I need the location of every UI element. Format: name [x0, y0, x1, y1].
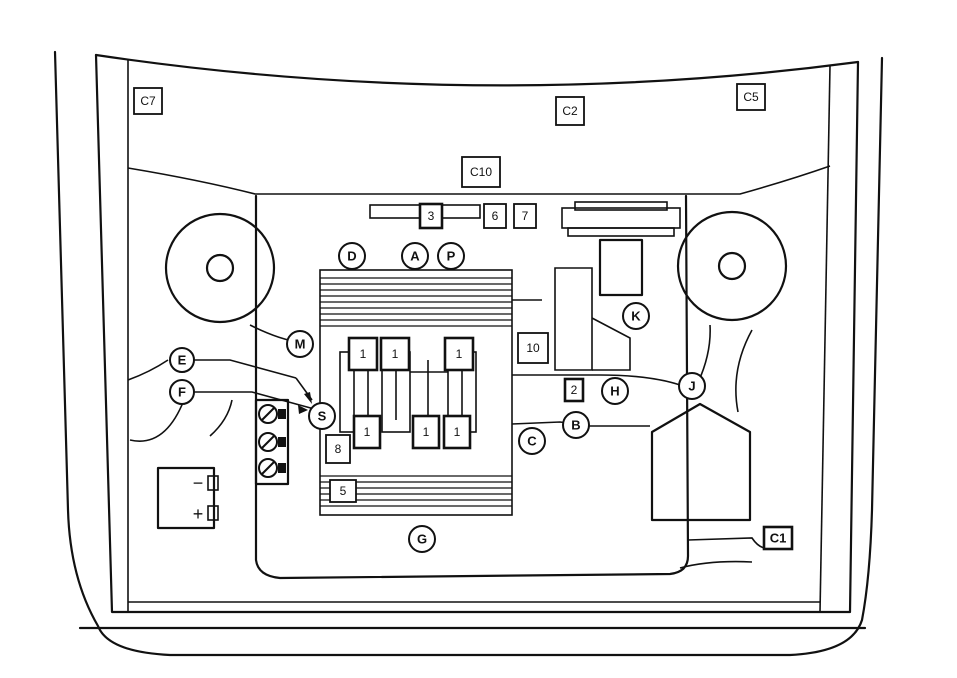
callout-m: M: [286, 330, 314, 358]
svg-text:C: C: [527, 434, 537, 449]
svg-text:1: 1: [360, 347, 367, 361]
arrow-e-to-s: [295, 377, 313, 404]
battery: − +: [156, 466, 219, 530]
svg-text:M: M: [295, 337, 306, 352]
box-c1: C1: [762, 525, 794, 551]
callout-g: G: [408, 525, 436, 553]
box-6: 6: [483, 203, 507, 229]
callout-c: C: [518, 427, 546, 455]
battery-minus: −: [193, 473, 204, 493]
svg-text:6: 6: [492, 209, 499, 223]
svg-text:H: H: [610, 384, 619, 399]
terminal-screw-slot: [261, 407, 275, 421]
svg-text:C1: C1: [770, 531, 787, 546]
arrow-f-to-s: [298, 405, 308, 414]
svg-text:1: 1: [364, 425, 371, 439]
svg-text:E: E: [178, 353, 187, 368]
heat-sink: [319, 269, 513, 516]
relay-upper-3: 1: [443, 336, 475, 372]
svg-text:S: S: [318, 409, 327, 424]
terminal-contact: [278, 409, 286, 419]
relay-upper-1: 1: [347, 336, 379, 372]
terminal-contact: [278, 463, 286, 473]
terminal-block: [254, 398, 290, 486]
svg-text:3: 3: [428, 209, 435, 223]
callout-s: S: [308, 402, 336, 430]
pentagon-housing: [650, 402, 752, 522]
box-c2: C2: [555, 96, 585, 126]
callout-f: F: [169, 379, 195, 405]
svg-text:J: J: [688, 379, 695, 394]
box-10: 10: [517, 332, 549, 364]
callout-b: B: [562, 411, 590, 439]
relay-lower-1: 1: [352, 414, 382, 450]
terminal-screw-slot: [261, 435, 275, 449]
svg-text:1: 1: [454, 425, 461, 439]
svg-text:C7: C7: [140, 94, 156, 108]
svg-text:1: 1: [456, 347, 463, 361]
svg-text:C2: C2: [562, 104, 578, 118]
callout-h: H: [601, 377, 629, 405]
box-2: 2: [563, 377, 585, 403]
callout-j: J: [678, 372, 706, 400]
svg-text:8: 8: [335, 442, 342, 456]
box-c10: C10: [461, 156, 501, 188]
box-3: 3: [418, 202, 444, 230]
relay-lower-2: 1: [411, 414, 441, 450]
svg-text:D: D: [347, 249, 356, 264]
inner-panel: [254, 194, 690, 580]
svg-text:G: G: [417, 532, 427, 547]
callout-k: K: [622, 302, 650, 330]
svg-text:C5: C5: [743, 90, 759, 104]
svg-text:5: 5: [340, 484, 347, 498]
callout-p: P: [437, 242, 465, 270]
terminal-contact: [278, 437, 286, 447]
box-7: 7: [513, 203, 537, 229]
box-c5: C5: [736, 83, 766, 111]
callout-d: D: [338, 242, 366, 270]
left-reel: [164, 212, 276, 324]
box-c7: C7: [133, 87, 163, 115]
svg-text:1: 1: [423, 425, 430, 439]
callout-e: E: [169, 347, 195, 373]
box-5: 5: [329, 479, 357, 503]
enclosure-outline: [53, 50, 884, 657]
svg-text:7: 7: [522, 209, 529, 223]
svg-text:K: K: [631, 309, 641, 324]
svg-text:2: 2: [571, 383, 578, 397]
svg-text:A: A: [410, 249, 420, 264]
relay-upper-2: 1: [379, 336, 411, 372]
right-reel: [676, 210, 788, 322]
svg-text:F: F: [178, 385, 186, 400]
svg-text:10: 10: [526, 341, 540, 355]
callout-a: A: [401, 242, 429, 270]
svg-text:P: P: [447, 249, 456, 264]
svg-text:1: 1: [392, 347, 399, 361]
svg-text:B: B: [571, 418, 580, 433]
box-8: 8: [325, 434, 351, 464]
motor-bracket: [554, 201, 681, 371]
svg-text:C10: C10: [470, 165, 492, 179]
terminal-screw-slot: [261, 461, 275, 475]
battery-plus: +: [193, 504, 204, 524]
relay-lower-3: 1: [442, 414, 472, 450]
